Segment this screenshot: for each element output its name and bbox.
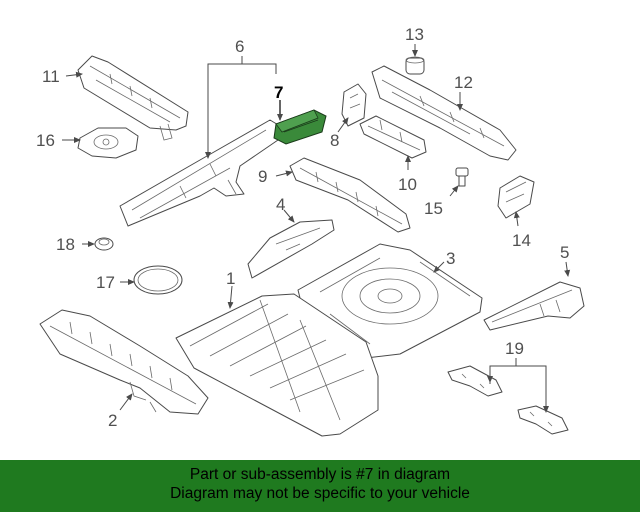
leader-15: [449, 185, 459, 197]
part-14-bracket[interactable]: [497, 175, 535, 219]
part-5-rail[interactable]: [483, 281, 585, 331]
part-16-bracket[interactable]: [77, 127, 139, 159]
callout-16: 16: [36, 131, 55, 150]
info-banner: Part or sub-assembly is #7 in diagram Di…: [0, 460, 640, 512]
part-17-ring[interactable]: [133, 265, 183, 295]
leader-14: [513, 211, 520, 227]
part-11-rail[interactable]: [77, 55, 189, 141]
part-18-plug[interactable]: [94, 237, 114, 251]
leader-11: [65, 71, 83, 78]
callout-10: 10: [398, 175, 417, 194]
banner-line-1: Part or sub-assembly is #7 in diagram: [189, 466, 451, 483]
callout-9: 9: [258, 167, 267, 186]
part-1-floor-pan[interactable]: [175, 293, 379, 437]
callout-19: 19: [505, 339, 524, 358]
part-13-mount[interactable]: [405, 56, 425, 75]
leader-2: [119, 393, 133, 411]
callout-11: 11: [42, 67, 60, 86]
part-4-panel[interactable]: [247, 219, 335, 279]
part-8-bracket[interactable]: [341, 83, 367, 127]
callout-14: 14: [512, 231, 531, 250]
part-15-bolt[interactable]: [455, 167, 469, 187]
part-9-rail[interactable]: [289, 157, 411, 233]
callout-18: 18: [56, 235, 75, 254]
callout-3: 3: [446, 249, 455, 268]
leader-3: [433, 261, 445, 273]
callout-17: 17: [96, 273, 115, 292]
callout-6: 6: [235, 37, 244, 56]
leader-4: [283, 209, 295, 223]
part-19-brackets[interactable]: [447, 365, 569, 435]
leader-9: [275, 170, 293, 177]
callout-1: 1: [226, 269, 235, 288]
leader-1: [227, 285, 234, 309]
callout-8: 8: [330, 131, 339, 150]
callout-15: 15: [424, 199, 443, 218]
leader-8: [337, 117, 349, 133]
callout-13: 13: [405, 25, 424, 44]
callout-5: 5: [560, 243, 569, 262]
part-12-rail[interactable]: [371, 65, 517, 161]
banner-line-2: Diagram may not be specific to your vehi…: [170, 485, 470, 502]
leader-5: [564, 261, 571, 277]
parts-diagram: 11 16 6 7 8 13 12: [36, 25, 585, 437]
callout-4: 4: [276, 195, 285, 214]
part-2-rear-crossmember[interactable]: [39, 309, 209, 415]
part-10-crossmember[interactable]: [359, 115, 427, 159]
callout-2: 2: [108, 411, 117, 430]
callout-12: 12: [454, 73, 473, 92]
part-6-side-member[interactable]: [119, 119, 281, 227]
part-7-crossmember-highlighted[interactable]: [273, 109, 327, 145]
callout-7: 7: [274, 83, 283, 102]
